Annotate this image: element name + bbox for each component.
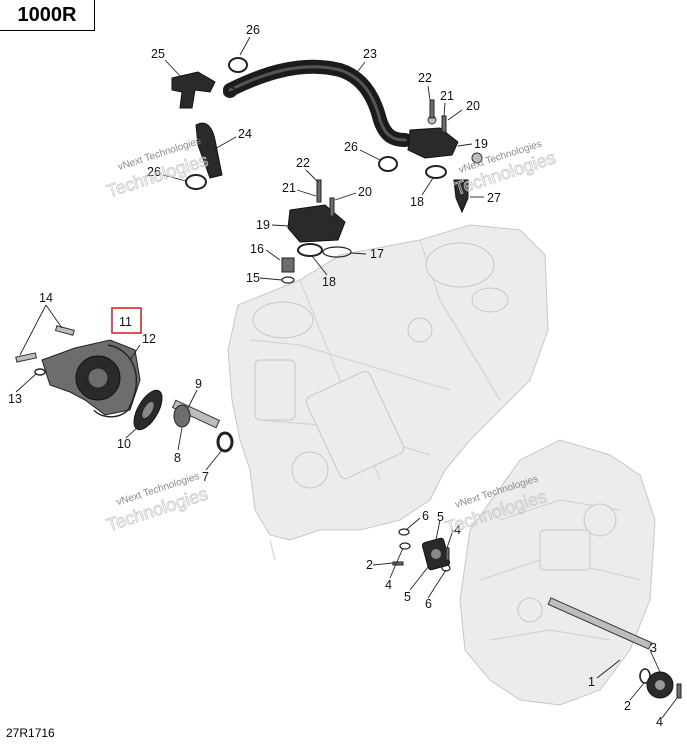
outlet-housing-assembly [281,179,352,284]
callout-label[interactable]: 18 [410,195,424,209]
callout-label[interactable]: 20 [358,185,372,199]
callout-label[interactable]: 2 [624,699,631,713]
callout-label[interactable]: 19 [256,218,270,232]
callout-label[interactable]: 22 [418,71,432,85]
callout-label[interactable]: 14 [39,291,53,305]
callout-label[interactable]: 9 [195,377,202,391]
callout-label[interactable]: 22 [296,156,310,170]
callout-label[interactable]: 4 [454,523,461,537]
coolant-hose-assembly [171,57,483,214]
callout-label[interactable]: 17 [370,247,384,261]
callout-label[interactable]: 11 [119,315,132,329]
diagram-reference-code: 27R1716 [6,726,55,740]
callout-label[interactable]: 8 [174,451,181,465]
callout-label[interactable]: 10 [117,437,131,451]
engine-block-ghost [227,224,549,561]
callout-label[interactable]: 26 [147,165,161,179]
callout-label[interactable]: 26 [246,23,260,37]
callout-label[interactable]: 21 [282,181,296,195]
callout-label[interactable]: 24 [238,127,252,141]
callout-label[interactable]: 25 [151,47,165,61]
callout-label[interactable]: 2 [366,558,373,572]
callout-label[interactable]: 1 [588,675,595,689]
callout-label[interactable]: 23 [363,47,377,61]
callout-label[interactable]: 6 [425,597,432,611]
callout-label[interactable]: 19 [474,137,488,151]
callout-label[interactable]: 26 [344,140,358,154]
callout-label[interactable]: 4 [385,578,392,592]
highlighted-callout-box [111,307,142,334]
callout-label[interactable]: 21 [440,89,454,103]
callout-label[interactable]: 13 [8,392,22,406]
callout-label[interactable]: 16 [250,242,264,256]
callout-label[interactable]: 6 [422,509,429,523]
callout-label[interactable]: 15 [246,271,260,285]
callout-label[interactable]: 5 [404,590,411,604]
callout-label[interactable]: 12 [142,332,156,346]
callout-label[interactable]: 5 [437,510,444,524]
callout-label[interactable]: 27 [487,191,501,205]
oil-pump-drive-parts [392,528,682,699]
water-pump-housing [15,325,234,453]
callout-label[interactable]: 7 [202,470,209,484]
model-badge: 1000R [0,0,95,31]
callout-label[interactable]: 20 [466,99,480,113]
callout-label[interactable]: 3 [650,641,657,655]
callout-labels[interactable]: 26 25 23 22 21 20 24 19 26 26 18 27 22 2… [8,23,663,729]
crankcase-ghost [459,439,656,706]
callout-label[interactable]: 18 [322,275,336,289]
callout-leader-lines [15,36,678,719]
callout-label[interactable]: 4 [656,715,663,729]
